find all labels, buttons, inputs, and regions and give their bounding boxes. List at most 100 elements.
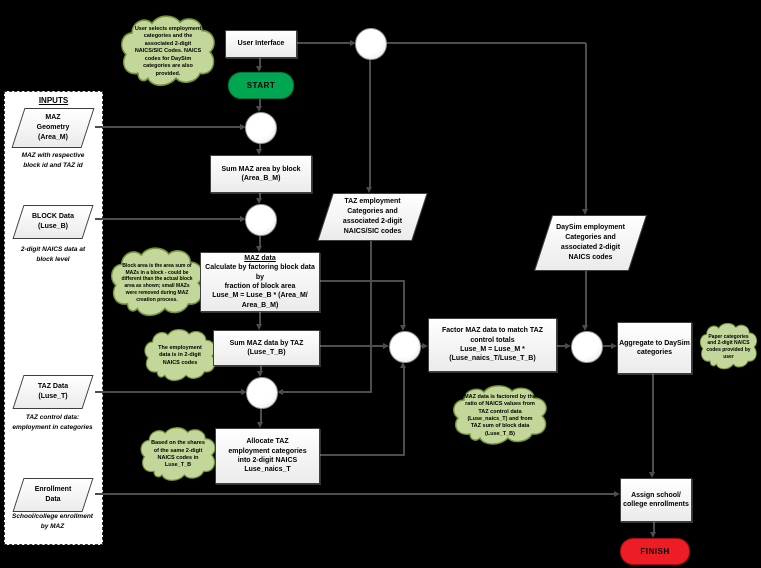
cloud-shares: Based on the shares of the same 2-digit … — [138, 426, 218, 484]
connector-block-data — [95, 218, 240, 220]
cloud-shape-icon — [144, 329, 216, 382]
arrowhead — [277, 389, 283, 395]
inputs-panel: INPUTS — [4, 91, 103, 545]
arrowhead — [422, 343, 428, 349]
cloud-text: User selects employment categories and t… — [134, 26, 202, 77]
input-label: TAZ Data (Luse_T) — [37, 383, 69, 400]
node-factor: Factor MAZ data to match TAZ control tot… — [428, 318, 557, 372]
connector-circle-daysim — [571, 331, 603, 363]
input-note: 2-digit NAICS data at block level — [20, 246, 86, 264]
connector-start-down — [259, 97, 261, 106]
finish-node: FINISH — [620, 538, 690, 565]
node-sum-maz-taz: Sum MAZ data by TAZ (Luse_T_B) — [213, 330, 320, 366]
arrowhead — [366, 187, 372, 193]
input-note: TAZ control data: employment in categori… — [12, 414, 93, 432]
node-sum-maz-area: Sum MAZ area by block (Area_B_M) — [210, 155, 312, 193]
node-title: MAZ data — [244, 254, 276, 262]
connector — [260, 407, 262, 423]
connector — [555, 345, 566, 347]
connector-categories-down — [370, 241, 372, 393]
cloud-block-area: Block area is the area sum of MAZs in a … — [108, 246, 206, 320]
node-label: Aggregate to DaySim categories — [619, 339, 690, 356]
cloud-text: Block area is the area sum of MAZs in a … — [121, 262, 193, 303]
connector — [259, 191, 261, 199]
arrowhead — [257, 422, 263, 428]
cloud-shape-icon — [699, 322, 758, 370]
arrowhead — [256, 149, 262, 155]
arrowhead — [649, 472, 655, 478]
arrowhead — [611, 343, 617, 349]
connector-sumtaz-right — [318, 345, 384, 347]
arrowhead — [400, 362, 406, 368]
node-label: TAZ employment Categories and associated… — [342, 198, 403, 235]
node-daysim-categories: DaySim employment Categories and associa… — [533, 215, 648, 271]
connector-circle-taz — [246, 377, 278, 409]
cloud-text: MAZ data is factored by the ratio of NAI… — [464, 393, 536, 437]
start-label: START — [246, 81, 276, 90]
cloud-text: Paper categories and 2-digit NAICS codes… — [706, 333, 751, 360]
arrowhead — [240, 124, 246, 130]
cloud-text: Based on the shares of the same 2-digit … — [151, 440, 205, 469]
input-taz-data: TAZ Data (Luse_T) — [10, 375, 96, 409]
node-body: Calculate by factoring block data by fra… — [205, 264, 315, 309]
arrowhead — [256, 106, 262, 112]
arrowhead — [257, 371, 263, 377]
node-label: Factor MAZ data to match TAZ control tot… — [442, 327, 543, 363]
input-enrollment-data: Enrollment Data — [10, 478, 96, 512]
start-node: START — [228, 72, 294, 99]
cloud-user-selects: User selects employment categories and t… — [118, 14, 218, 90]
node-label: Sum MAZ data by TAZ (Luse_T_B) — [229, 339, 304, 356]
input-label: BLOCK Data (Luse_B) — [31, 213, 74, 230]
node-label: Allocate TAZ employment categories into … — [228, 438, 307, 474]
node-label: Assign school/ college enrollments — [623, 491, 689, 508]
cloud-shape-icon — [121, 15, 215, 87]
node-taz-categories: TAZ employment Categories and associated… — [315, 193, 430, 241]
connector-mazdata-right — [318, 280, 405, 282]
connector-to-taz-categories — [369, 58, 371, 188]
connector — [585, 271, 587, 326]
node-assign-enrollments: Assign school/ college enrollments — [620, 478, 692, 522]
connector-allocate-right — [318, 454, 405, 456]
arrowhead — [256, 246, 262, 252]
node-label: Sum MAZ area by block (Area_B_M) — [221, 165, 301, 182]
input-block-data: BLOCK Data (Luse_B) — [10, 205, 96, 239]
connector-ui-right — [295, 42, 350, 44]
connector — [259, 234, 261, 247]
node-aggregate: Aggregate to DaySim categories — [617, 322, 692, 374]
inputs-panel-title: INPUTS — [38, 96, 69, 105]
cloud-text: The employment data is in 2-digit NAICS … — [158, 344, 202, 366]
connector-taz-data — [95, 391, 241, 393]
input-note: School/college enrollment by MAZ — [12, 513, 93, 531]
arrowhead — [614, 491, 620, 497]
node-user-interface: User Interface — [225, 30, 297, 58]
connector — [260, 364, 262, 372]
node-label: DaySim employment Categories and associa… — [556, 224, 625, 261]
input-maz-geometry: MAZ Geometry (Area_M) — [10, 108, 96, 148]
arrowhead — [582, 209, 588, 215]
cloud-shape-icon — [453, 385, 547, 445]
connector — [601, 345, 612, 347]
arrowhead — [650, 532, 656, 538]
connector-to-daysim — [585, 43, 587, 210]
arrowhead — [241, 389, 247, 395]
arrowhead — [350, 40, 356, 46]
connector-circle-geometry — [245, 112, 277, 144]
connector — [419, 345, 423, 347]
connector-enrollment — [95, 493, 615, 495]
connector-circle-top — [355, 28, 387, 60]
finish-label: FINISH — [640, 547, 670, 556]
connector-aggregate-down — [652, 372, 654, 473]
arrowhead — [383, 343, 389, 349]
input-note: MAZ with respective block id and TAZ id — [21, 152, 85, 170]
arrowhead — [565, 343, 571, 349]
connector-top-right — [385, 42, 586, 44]
connector-circle-factor — [389, 331, 421, 363]
cloud-employment-naics: The employment data is in 2-digit NAICS … — [142, 328, 218, 384]
arrowhead — [256, 198, 262, 204]
arrowhead — [256, 66, 262, 72]
cloud-factored-ratio: MAZ data is factored by the ratio of NAI… — [450, 384, 550, 448]
node-allocate: Allocate TAZ employment categories into … — [215, 428, 320, 484]
arrowhead — [240, 216, 246, 222]
cloud-shape-icon — [140, 427, 216, 482]
